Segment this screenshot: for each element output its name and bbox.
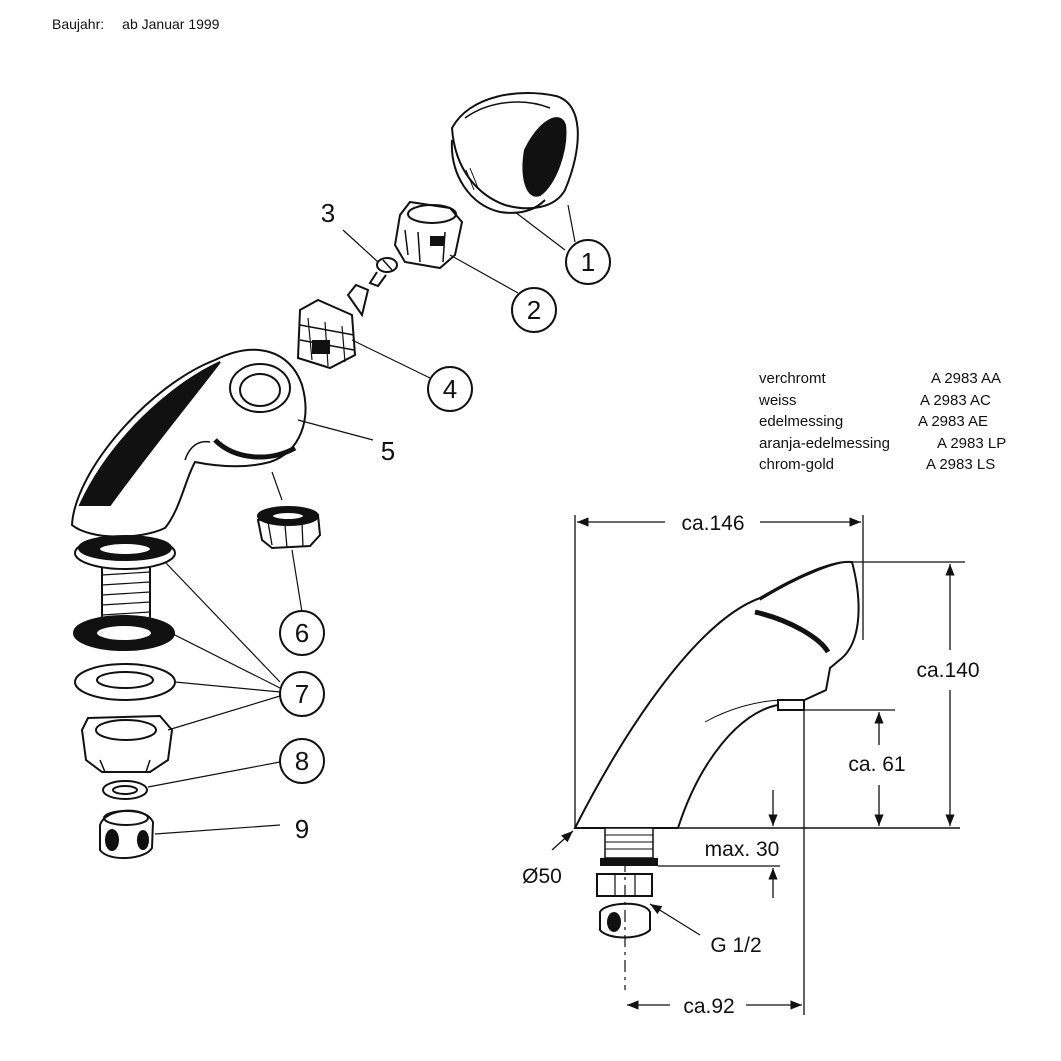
spout-outline <box>573 560 860 829</box>
dim-max-thickness: max. 30 <box>705 838 780 861</box>
part-spout <box>70 348 307 538</box>
callout-3: 3 <box>321 198 335 228</box>
variant-code: A 2983 AA <box>931 370 1002 387</box>
variant-finish: chrom-gold <box>759 456 835 473</box>
exploded-view <box>70 91 611 860</box>
variant-row: chrom-gold A 2983 LS <box>759 454 1019 476</box>
variant-finish: aranja-edelmessing <box>759 434 890 452</box>
callout-4: 4 <box>443 374 457 404</box>
dimension-lines <box>551 515 965 1015</box>
callout-9: 9 <box>295 814 309 844</box>
dimension-labels: ca.146 ca.140 ca. 61 max. 30 Ø50 G 1/2 c… <box>522 512 979 1018</box>
variant-row: weiss A 2983 AC <box>759 390 1019 412</box>
callout-7: 7 <box>295 679 309 709</box>
build-year-value: ab Januar 1999 <box>122 16 220 32</box>
part-compression-nut <box>99 809 155 860</box>
dim-height: ca.140 <box>916 659 979 682</box>
part-ring <box>102 780 148 800</box>
part-washers <box>73 535 176 773</box>
part-cap <box>450 91 579 214</box>
variant-list: verchromt A 2983 AA weiss A 2983 AC edelme… <box>759 368 1019 476</box>
build-year-label: Baujahr: <box>52 16 105 32</box>
callout-labels: 1 2 3 4 5 6 7 8 9 <box>295 198 595 844</box>
variant-finish: edelmessing <box>759 413 844 430</box>
callout-6: 6 <box>295 618 309 648</box>
dim-diameter: Ø50 <box>522 865 562 888</box>
callout-circles <box>279 239 611 784</box>
build-year: Baujahr: ab Januar 1999 <box>52 16 219 32</box>
variant-row: aranja-edelmessing A 2983 LP <box>759 433 1019 455</box>
dim-width: ca.146 <box>681 512 744 535</box>
callout-2: 2 <box>527 295 541 325</box>
dim-thread: G 1/2 <box>710 934 761 957</box>
part-aerator <box>256 506 322 550</box>
variant-code: A 2983 AC <box>920 391 991 409</box>
dim-depth: ca.92 <box>683 995 734 1018</box>
part-screw <box>368 257 398 288</box>
variant-code: A 2983 AE <box>918 413 989 430</box>
variant-finish: weiss <box>759 391 797 409</box>
variant-row: edelmessing A 2983 AE <box>759 411 1019 433</box>
variant-finish: verchromt <box>759 370 826 387</box>
part-cartridge <box>296 283 370 370</box>
variant-row: verchromt A 2983 AA <box>759 368 1019 390</box>
callout-1: 1 <box>581 247 595 277</box>
variant-code: A 2983 LP <box>937 434 1007 452</box>
side-view <box>573 560 960 990</box>
dim-outlet-height: ca. 61 <box>848 753 905 776</box>
callout-8: 8 <box>295 746 309 776</box>
leader-lines <box>147 204 576 835</box>
part-adapter <box>393 200 464 270</box>
variant-code: A 2983 LS <box>926 456 996 473</box>
callout-5: 5 <box>381 436 395 466</box>
